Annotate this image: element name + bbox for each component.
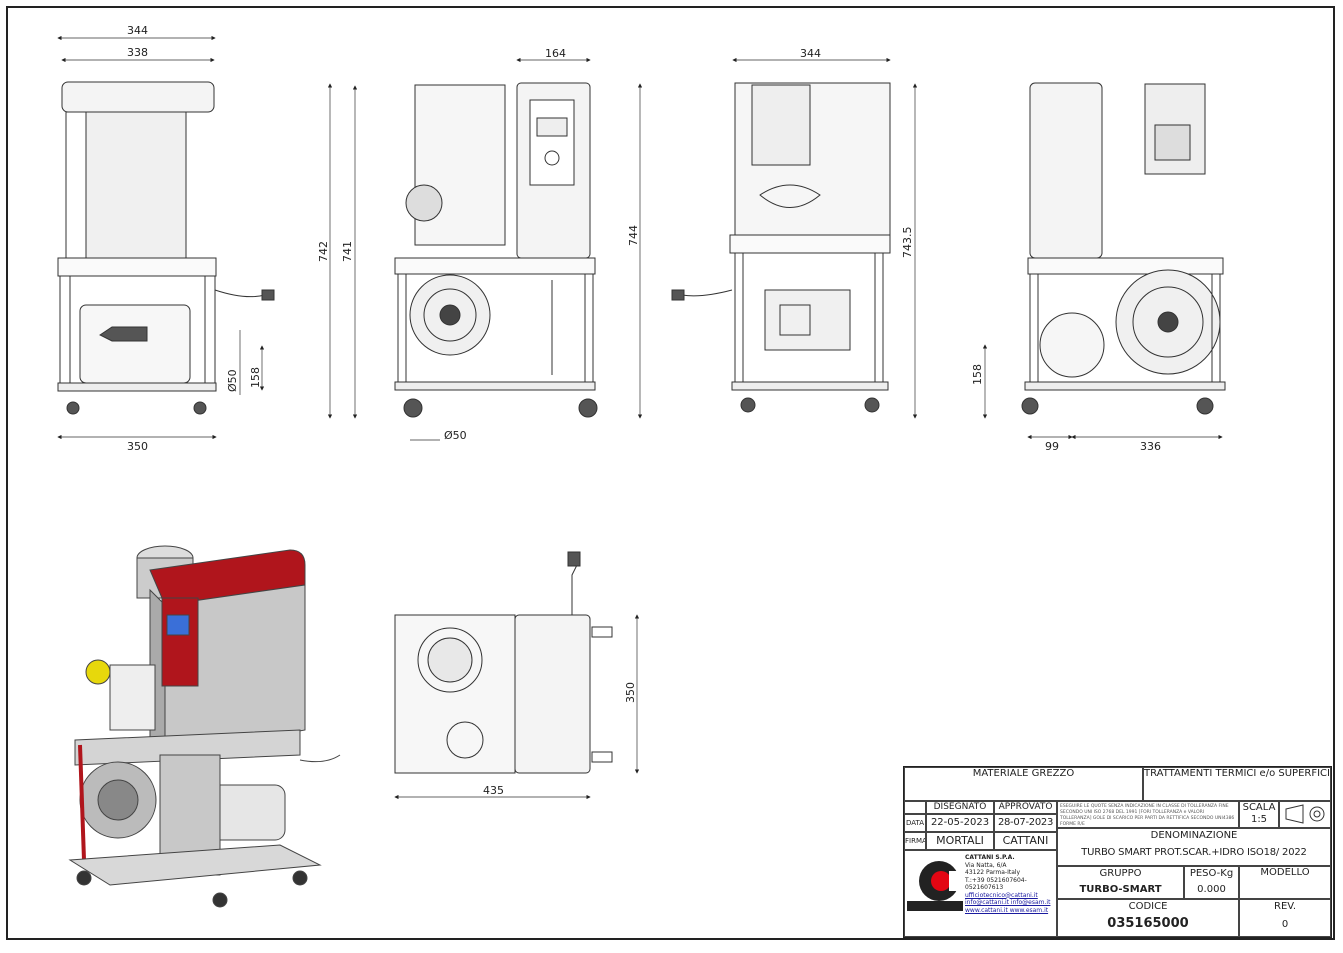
title-block: MATERIALE GREZZO TRATTAMENTI TERMICI e/o… — [903, 766, 1332, 938]
dim-side-height-b: 741 — [341, 241, 354, 262]
dim-front-base-width: 350 — [127, 440, 148, 453]
dim-front-width-top: 344 — [127, 24, 148, 37]
group-label: GRUPPO — [1099, 868, 1142, 879]
scale-value: 1:5 — [1250, 814, 1268, 825]
drawn-by: MORTALI — [926, 832, 994, 850]
model-label: MODELLO — [1239, 866, 1331, 899]
isometric-view — [68, 545, 341, 908]
code-value: 035165000 — [1107, 916, 1189, 931]
dim-front-outlet-height: 158 — [249, 367, 262, 388]
dim-side-outlet-dia: Ø50 — [444, 429, 467, 442]
front-view — [57, 81, 275, 415]
top-view-dimensions — [394, 614, 640, 800]
opposite-side-view — [1021, 82, 1226, 415]
dim-side-panel-width: 164 — [545, 47, 566, 60]
name-label: DENOMINAZIONE — [1150, 830, 1238, 841]
dim-side2-width: 336 — [1140, 440, 1161, 453]
group-cell: GRUPPO TURBO-SMART — [1057, 866, 1184, 899]
dim-rear-height: 743.5 — [901, 227, 914, 259]
dim-rear-width: 344 — [800, 47, 821, 60]
rear-view-dimensions — [732, 57, 918, 419]
front-view-dimensions — [57, 35, 265, 440]
weight-cell: PESO-Kg 0.000 — [1184, 866, 1239, 899]
rear-view — [671, 82, 891, 413]
dim-top-length: 435 — [483, 784, 504, 797]
company-email-tech[interactable]: ufficiotecnico@cattani.it — [965, 891, 1038, 899]
dim-top-depth: 350 — [624, 682, 637, 703]
drawn-label: DISEGNATO — [926, 801, 994, 814]
projection-symbol-cell — [1279, 801, 1331, 828]
opposite-side-dimensions — [982, 344, 1223, 440]
name-cell: DENOMINAZIONE TURBO SMART PROT.SCAR.+IDR… — [1057, 828, 1331, 866]
tolerance-note: ESEGUIRE LE QUOTE SENZA INDICAZIONE IN C… — [1057, 801, 1239, 828]
drawn-date: 22-05-2023 — [926, 814, 994, 832]
top-view — [394, 551, 613, 774]
rev-cell: REV. 0 — [1239, 899, 1331, 937]
side-view — [394, 82, 598, 418]
dim-front-width-inner: 338 — [127, 46, 148, 59]
cattani-logo — [907, 861, 965, 911]
dim-front-outlet-dia: Ø50 — [226, 369, 239, 392]
drawing-name: TURBO SMART PROT.SCAR.+IDRO ISO18/ 2022 — [1081, 847, 1307, 858]
company-name: CATTANI S.P.A. — [965, 854, 1015, 861]
weight-label: PESO-Kg — [1189, 868, 1234, 879]
company-website[interactable]: www.cattani.it www.esam.it — [965, 906, 1049, 914]
date-label: DATA — [904, 814, 926, 832]
weight-value: 0.000 — [1197, 884, 1226, 895]
approved-date: 28-07-2023 — [994, 814, 1057, 832]
company-city: 43122 Parma-Italy — [965, 869, 1021, 876]
code-label: CODICE — [1128, 901, 1168, 912]
dim-side2-outlet-height: 158 — [971, 364, 984, 385]
code-cell: CODICE 035165000 — [1057, 899, 1239, 937]
scale-label: SCALA — [1242, 802, 1276, 813]
company-email-info[interactable]: info@cattani.it info@esam.it — [965, 899, 1051, 906]
dim-side-height-c: 744 — [627, 225, 640, 246]
first-angle-projection-icon — [1285, 804, 1325, 824]
material-cell: MATERIALE GREZZO — [904, 767, 1143, 801]
rev-label: REV. — [1274, 901, 1296, 912]
company-cell: CATTANI S.P.A. Via Natta, 6/A 43122 Parm… — [904, 850, 1057, 937]
material-label: MATERIALE GREZZO — [972, 768, 1075, 779]
rev-value: 0 — [1281, 919, 1289, 930]
dim-side2-offset: 99 — [1045, 440, 1059, 453]
group-value: TURBO-SMART — [1079, 884, 1162, 895]
approved-label: APPROVATO — [994, 801, 1057, 814]
company-address: Via Natta, 6/A — [965, 861, 1007, 869]
sheet-border — [6, 6, 1335, 940]
dim-side-height-a: 742 — [317, 241, 330, 262]
signature-label: FIRMA — [904, 832, 926, 850]
company-phone: T.:+39 0521607604- 0521607613 — [965, 876, 1027, 892]
side-view-dimensions — [327, 57, 643, 441]
treatment-label: TRATTAMENTI TERMICI e/o SUPERFICIALI — [1144, 768, 1331, 779]
treatment-cell: TRATTAMENTI TERMICI e/o SUPERFICIALI — [1143, 767, 1331, 801]
approved-by: CATTANI — [994, 832, 1057, 850]
